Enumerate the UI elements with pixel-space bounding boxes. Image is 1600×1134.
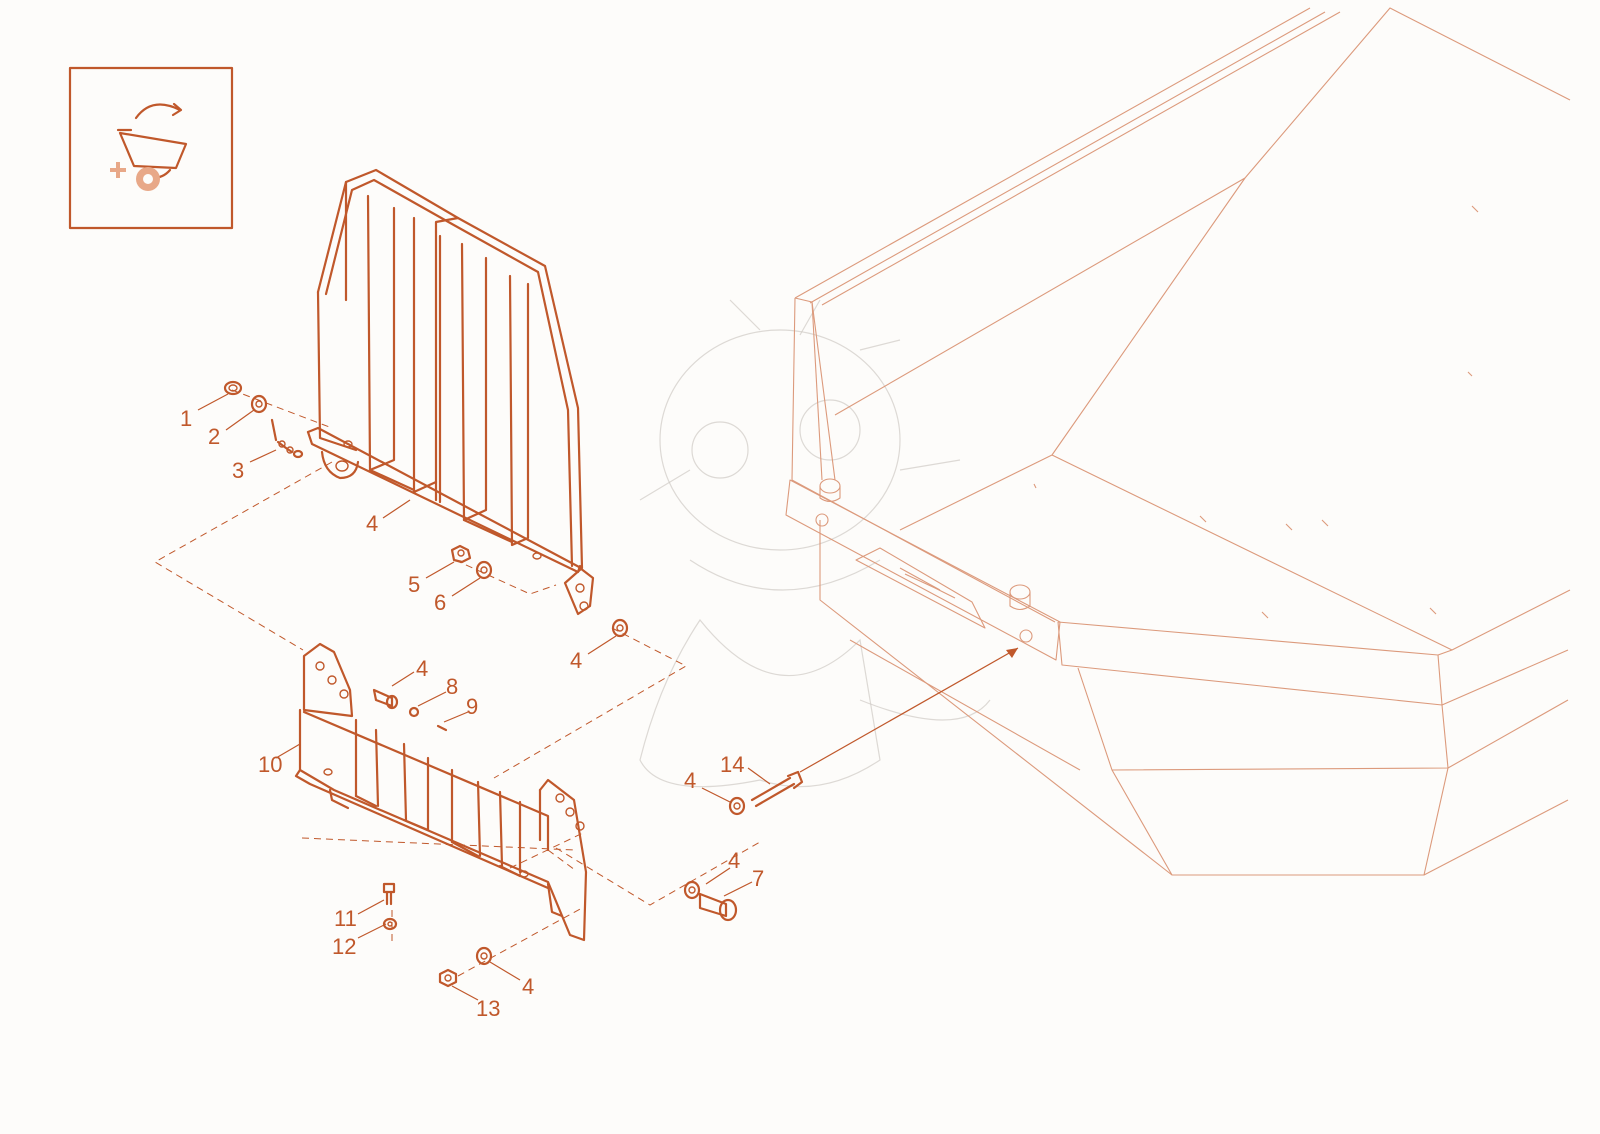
callout-3: 1 xyxy=(180,406,192,431)
callout-4: 6 xyxy=(434,590,446,615)
callout-labels: 1 2 3 4 5 6 4 4 8 9 10 14 4 4 7 11 12 4 … xyxy=(180,406,764,1021)
leader-lines xyxy=(197,393,771,1001)
callout-1: 4 xyxy=(366,511,378,536)
callout-12: 12 xyxy=(332,934,356,959)
callout-4: 4 xyxy=(684,768,696,793)
callout-5: 3 xyxy=(232,458,244,483)
callout-13: 13 xyxy=(476,996,500,1021)
small-parts xyxy=(223,380,804,988)
callout-4: 4 xyxy=(522,974,534,999)
assembly-lines xyxy=(154,389,1019,977)
callout-14: 14 xyxy=(720,752,744,777)
callout-9: 8 xyxy=(446,674,458,699)
callout-4: 2 xyxy=(208,424,220,449)
callout-4: 4 xyxy=(728,848,740,873)
callout-4: 4 xyxy=(570,648,582,673)
lower-frame-part-2 xyxy=(294,642,588,942)
callout-6: 5 xyxy=(408,572,420,597)
callout-11: 11 xyxy=(334,906,357,931)
front-grille-part-1 xyxy=(306,168,595,616)
callout-8: 4 xyxy=(416,656,428,681)
callout-7: 7 xyxy=(752,866,764,891)
watermark-dragon xyxy=(639,299,991,788)
callout-2: 10 xyxy=(258,752,282,777)
tipper-body xyxy=(785,7,1571,876)
callout-10: 9 xyxy=(466,694,478,719)
tipping-cart-icon xyxy=(68,66,234,230)
